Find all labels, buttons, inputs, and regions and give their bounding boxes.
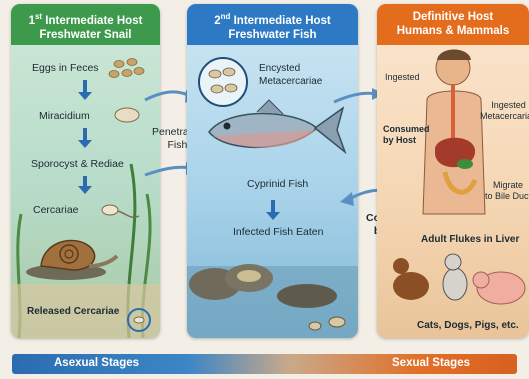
- step-eggs-in-feces: Eggs in Feces: [32, 62, 99, 74]
- sexual-stages-label: Sexual Stages: [392, 357, 470, 369]
- ingested-label: Ingested: [385, 72, 420, 82]
- consumed-by-host-label: Consumed by Host: [383, 124, 430, 146]
- asexual-stages-label: Asexual Stages: [54, 357, 139, 369]
- adult-flukes-label: Adult Flukes in Liver: [421, 234, 519, 245]
- stages-bar: Asexual Stages Sexual Stages: [12, 354, 517, 374]
- released-cercariae-label: Released Cercariae: [27, 306, 119, 317]
- step-cercariae: Cercariae: [33, 204, 79, 216]
- panel-definitive-host: Definitive Host Humans & Mammals Ingeste…: [377, 4, 529, 338]
- step-miracidium: Miracidium: [39, 110, 90, 122]
- panel-first-intermediate-host: 1st Intermediate Host Freshwater Snail: [11, 4, 160, 338]
- step-sporocyst-rediae: Sporocyst & Rediae: [31, 158, 124, 170]
- panel3-illustration: [377, 4, 529, 338]
- ingested-metacercariae-label: Ingested Metacercariae: [480, 100, 529, 122]
- cyprinid-fish-label: Cyprinid Fish: [247, 178, 308, 190]
- encysted-metacercariae-label: Encysted Metacercariae: [259, 62, 322, 88]
- animals-label: Cats, Dogs, Pigs, etc.: [417, 320, 519, 331]
- infected-fish-eaten-label: Infected Fish Eaten: [233, 226, 323, 238]
- migrate-bile-duct-label: Migrate to Bile Duct: [485, 180, 529, 202]
- panel1-illustration: [11, 4, 160, 338]
